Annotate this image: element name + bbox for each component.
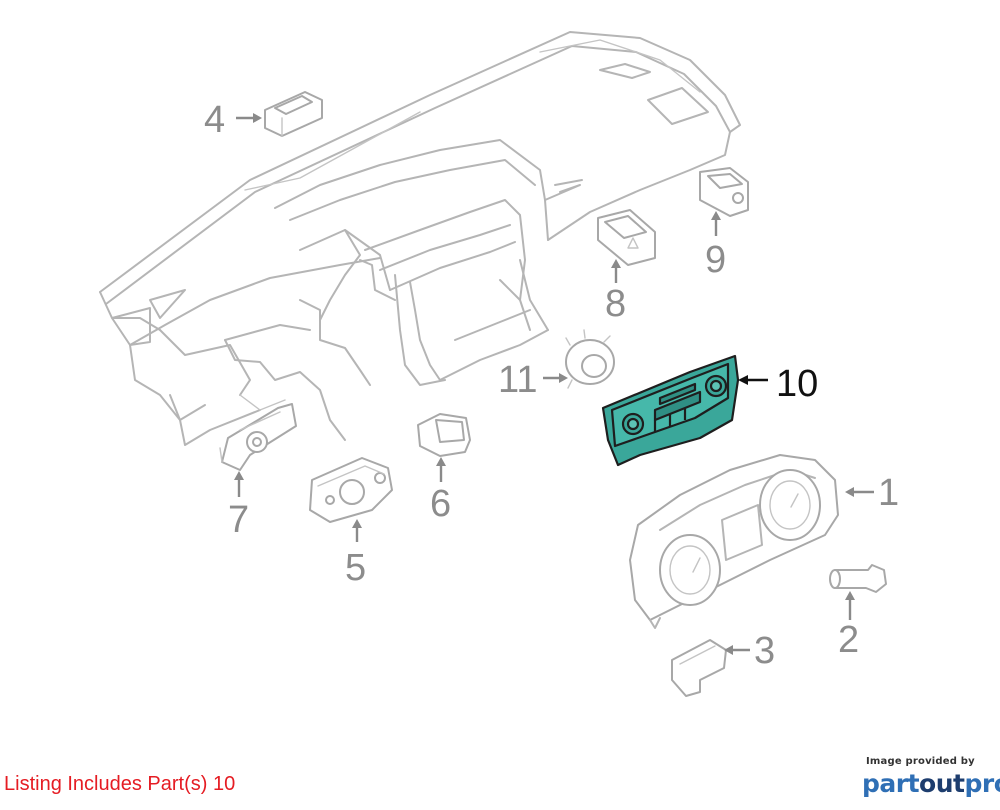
callout-labels: 4 9 8 11 10 7 6 5 1 2 3 (204, 99, 899, 672)
callout-9: 9 (705, 239, 726, 281)
part-3-connector (671, 639, 727, 697)
callout-10: 10 (776, 363, 818, 405)
listing-includes-note: Listing Includes Part(s) 10 (4, 773, 236, 795)
callout-5: 5 (345, 547, 366, 589)
logo-part-text: part (862, 769, 920, 798)
callout-3: 3 (754, 630, 775, 672)
image-provided-by-caption: Image provided by (866, 756, 975, 767)
callout-11: 11 (498, 359, 537, 401)
part-7-bracket (219, 403, 297, 471)
callout-arrow-10 (738, 375, 768, 385)
part-8-switch (597, 209, 656, 266)
part-5-light-switch (309, 457, 393, 523)
logo-out-text: out (919, 769, 965, 798)
logo-pro-text: pro (964, 769, 1000, 798)
part-11-knob (565, 329, 615, 389)
callout-7: 7 (228, 499, 249, 541)
part-2-bolt (829, 564, 887, 593)
callout-8: 8 (605, 283, 626, 325)
part-6-switch (417, 413, 471, 457)
dashboard-panel (99, 31, 741, 446)
callout-4: 4 (204, 99, 225, 141)
callout-2: 2 (838, 619, 859, 661)
partoutpro-logo: partoutpro (862, 769, 1000, 799)
callout-1: 1 (878, 472, 899, 514)
callout-arrows (234, 113, 874, 655)
callout-6: 6 (430, 483, 451, 525)
part-4-switch (264, 91, 323, 137)
partoutpro-attribution: Image provided by partoutpro (862, 756, 1000, 799)
part-10-climate-control (601, 354, 740, 467)
part-9-switch (699, 167, 749, 217)
part-1-instrument-cluster (629, 454, 839, 629)
